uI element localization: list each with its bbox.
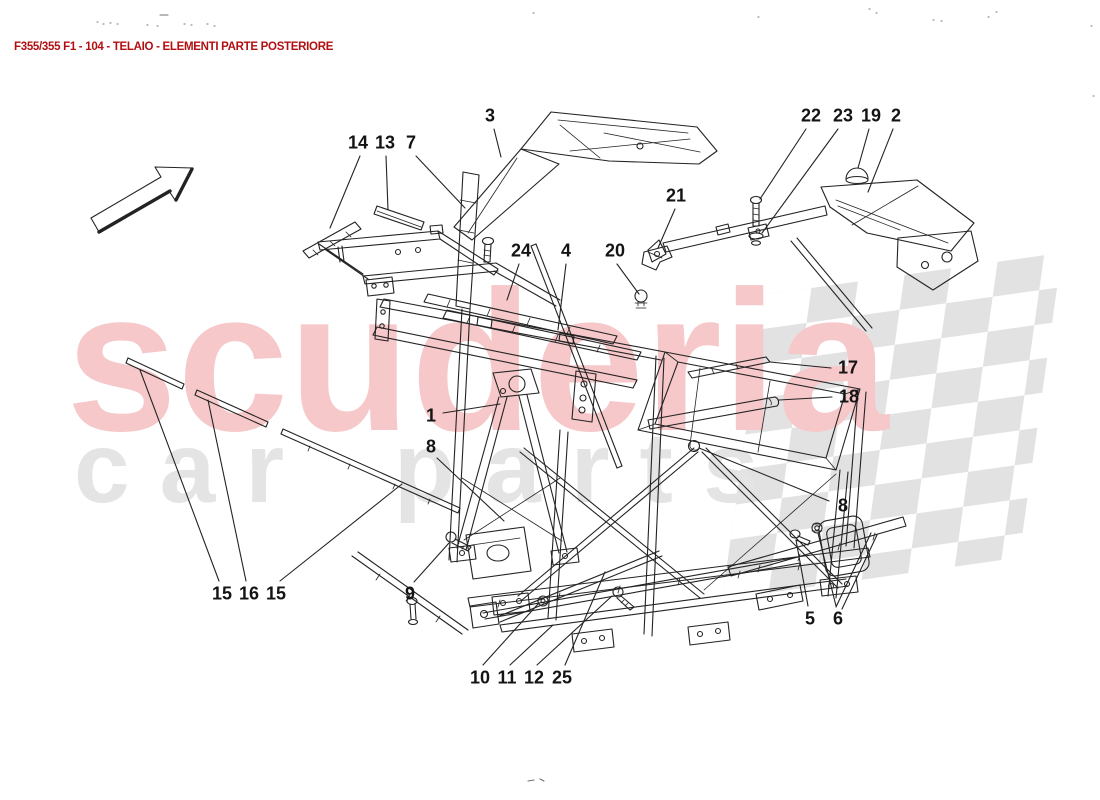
rail-part-24 <box>423 293 618 345</box>
leader-line-10 <box>482 603 539 666</box>
rubber-strips-15-16-15 <box>125 357 461 514</box>
leader-line-24 <box>506 263 520 301</box>
leader-line-25 <box>564 571 606 666</box>
rail-part-18 <box>647 396 780 430</box>
scan-noise <box>96 8 1095 782</box>
top-arm-assembly <box>448 111 718 563</box>
leader-line-16 <box>207 399 247 582</box>
centre-main-frame <box>372 298 861 471</box>
leader-line-20 <box>616 263 640 295</box>
nut-icon-part-8-right <box>687 439 701 453</box>
nut-icon-part-6 <box>811 522 823 534</box>
watermark-car-parts: car parts <box>74 412 789 524</box>
bolt-and-nut-icon <box>406 596 419 626</box>
bolt-icon-part-12 <box>612 586 635 611</box>
left-upper-frame <box>317 224 561 307</box>
screw-icon-part-7 <box>481 236 495 263</box>
leader-line-19 <box>857 128 870 169</box>
leader-line-21 <box>657 208 676 249</box>
frame-posts-and-braces <box>517 355 849 637</box>
leader-line-7 <box>415 155 466 209</box>
leader-line-8 <box>698 447 830 502</box>
cap-icon-part-19 <box>845 167 869 185</box>
bolt-icon-part-9 <box>445 531 472 552</box>
page-title: F355/355 F1 - 104 - TELAIO - ELEMENTI PA… <box>14 41 334 53</box>
top-right-frame <box>647 179 979 332</box>
leader-line-14 <box>329 155 361 229</box>
rail-part-17 <box>687 356 771 379</box>
leader-line-17 <box>769 361 832 369</box>
pyramid-support-part-1 <box>448 368 580 566</box>
washer-icon-part-10 <box>537 595 549 607</box>
callout-leader-lines <box>139 128 894 666</box>
bottom-frame <box>351 389 907 653</box>
watermark-scuderia: scuderia <box>66 250 889 473</box>
ball-stud-icon-part-20 <box>634 289 648 309</box>
leader-line-2 <box>867 128 894 193</box>
leader-line-12 <box>536 595 613 666</box>
leader-line-5 <box>795 539 809 607</box>
leader-line-18 <box>778 396 833 401</box>
leader-line-22 <box>759 128 807 200</box>
leader-line-8 <box>436 457 505 522</box>
leader-line-23 <box>761 128 839 234</box>
leader-line-4 <box>557 263 567 331</box>
bolt-icon-part-5 <box>789 529 811 546</box>
washer-icon-part-23 <box>748 232 764 246</box>
screw-icon-part-22 <box>749 195 763 227</box>
leader-line-11 <box>509 624 554 666</box>
leader-line-15 <box>279 483 403 582</box>
strip-part-14 <box>302 221 362 259</box>
leader-line-6 <box>817 532 837 607</box>
leader-line-3 <box>493 128 502 158</box>
leader-line-13 <box>385 155 389 211</box>
strip-part-13 <box>373 205 425 231</box>
leader-line-9 <box>413 542 450 583</box>
rail-part-4 <box>442 309 642 361</box>
leader-line-1 <box>442 403 501 414</box>
leader-line-15 <box>139 369 220 582</box>
direction-arrow <box>90 166 194 234</box>
bracket-icon-part-21 <box>641 245 673 271</box>
